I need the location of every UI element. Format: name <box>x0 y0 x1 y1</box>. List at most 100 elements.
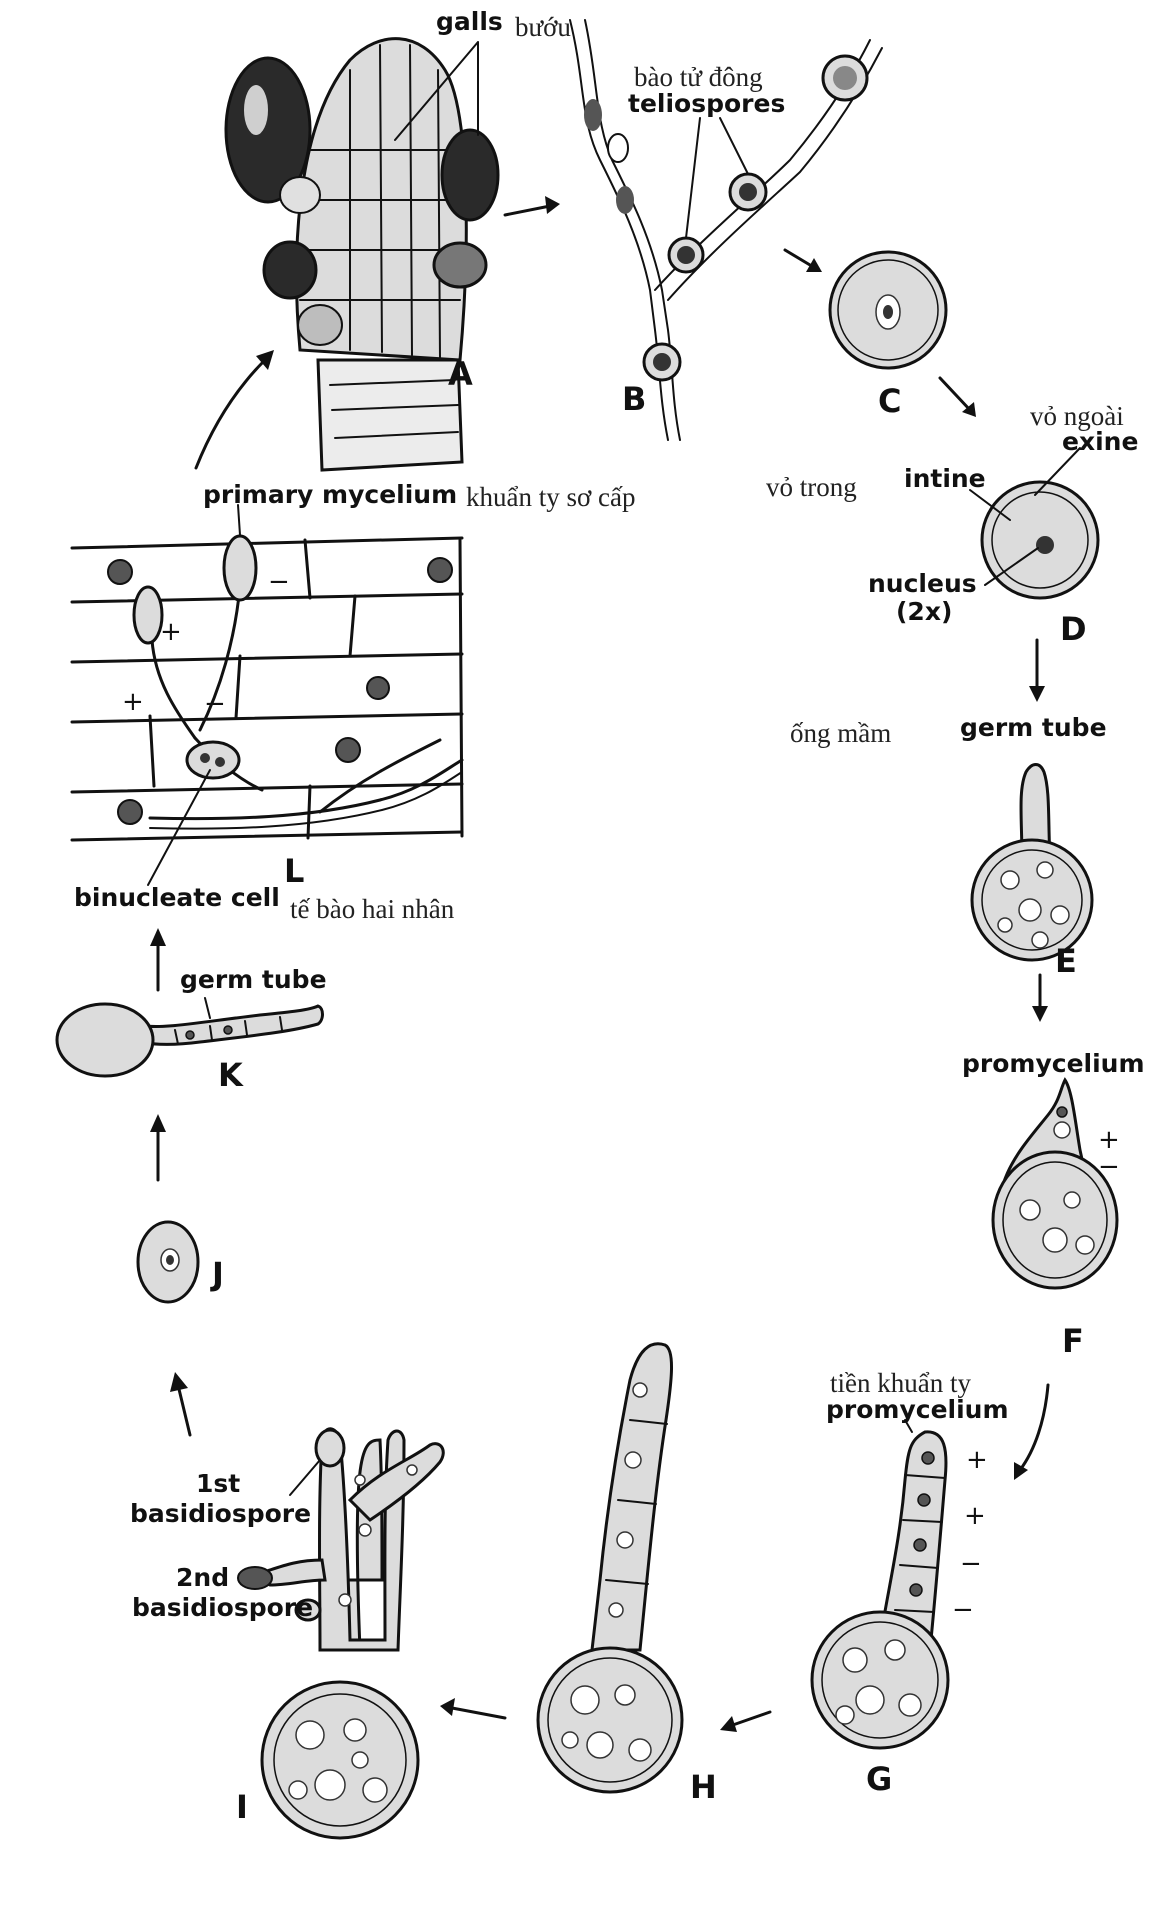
stage-h-letter: H <box>690 1768 717 1806</box>
arrow-c-to-d <box>938 376 976 417</box>
gall-small <box>279 176 321 214</box>
arrow-h-to-i <box>440 1698 507 1720</box>
arrow-b-to-c <box>783 248 822 272</box>
hypha-plus <box>150 638 197 740</box>
basidiospore-2nd-label-line1: 2nd <box>176 1563 229 1592</box>
stage-d-letter: D <box>1060 610 1087 648</box>
mating-sign-l-3: + <box>122 687 144 717</box>
stage-d-teliospore: vỏ ngoài exine vỏ trong intine nucleus (… <box>766 401 1138 648</box>
mating-sign-f-plus: + <box>1098 1125 1120 1155</box>
basidium-branch-left <box>262 1558 327 1587</box>
hypha-nucleus-1 <box>584 99 602 131</box>
stage-l-letter: L <box>284 852 304 890</box>
stage-a-letter: A <box>448 355 473 393</box>
hypha-swelling <box>607 133 629 163</box>
mating-sign-l-2: + <box>160 617 182 647</box>
stage-a-corn-ear: galls bướu A <box>224 7 571 472</box>
teliospores-pointer-lines <box>685 117 749 239</box>
binucleate-cell-label-vi: tế bào hai nhân <box>290 894 455 924</box>
promycelium-h-body <box>590 1342 673 1652</box>
arrow-g-to-h <box>720 1710 772 1732</box>
nucleus-label-line1: nucleus <box>868 569 977 598</box>
exine-label: exine <box>1062 427 1138 456</box>
mating-sign-g-4: − <box>952 1595 974 1625</box>
germ-tube-e <box>1019 763 1052 862</box>
gall-highlight <box>244 85 268 135</box>
cell-walls-vertical <box>148 538 464 840</box>
basidium-branch-right <box>347 1442 445 1522</box>
mating-sign-l-1: − <box>268 567 290 597</box>
stage-c-letter: C <box>878 382 901 420</box>
cell-walls-horizontal <box>70 536 464 842</box>
mating-sign-g-2: + <box>964 1501 986 1531</box>
mating-sign-g-1: + <box>966 1445 988 1475</box>
stage-f-letter: F <box>1062 1322 1084 1360</box>
ear-kernel-lines <box>299 149 463 301</box>
galls-label-vi: bướu <box>515 12 571 42</box>
promycelium-h-septa <box>605 1419 668 1585</box>
galls-label: galls <box>436 7 503 36</box>
exine-pointer <box>1034 447 1081 496</box>
basidiospore-2nd <box>237 1566 273 1590</box>
stage-h-promycelium: H <box>536 1342 717 1806</box>
primary-mycelium-pointer <box>237 504 241 536</box>
dikaryotic-hypha-wall <box>149 771 463 830</box>
promycelium-g-label-vi: tiền khuẩn ty <box>830 1368 971 1398</box>
intine-label-vi: vỏ trong <box>766 472 857 502</box>
stage-b-letter: B <box>622 380 646 418</box>
stage-j-basidiospore: J <box>136 1220 224 1304</box>
hypha-nucleus-2 <box>616 186 634 214</box>
nucleus-2x <box>1036 536 1054 554</box>
promycelium-g-label: promycelium <box>826 1395 1009 1424</box>
exine-label-vi: vỏ ngoài <box>1030 401 1124 431</box>
basidiospore-1st-pointer <box>289 1459 321 1496</box>
mating-sign-f-minus: − <box>1098 1152 1120 1182</box>
promycelium-g-body <box>878 1430 948 1652</box>
intine-label: intine <box>904 464 986 493</box>
gall-right-low <box>432 241 488 289</box>
arrow-i-to-j <box>170 1372 192 1437</box>
stage-k-letter: K <box>218 1056 244 1094</box>
intine-wall <box>991 491 1089 589</box>
stage-e-letter: E <box>1055 942 1077 980</box>
binucleate-cell <box>185 740 241 780</box>
basidiospore-1st-label-line1: 1st <box>196 1469 240 1498</box>
arrow-l-to-a <box>194 350 274 470</box>
germ-tube-k-label: germ tube <box>180 965 327 994</box>
basidiospore-1st <box>314 1428 346 1468</box>
gall-bottom <box>297 304 343 346</box>
primary-cell-minus <box>222 534 258 602</box>
stage-g-promycelium: tiền khuẩn ty promycelium + + − − G <box>810 1368 1009 1798</box>
teliospore-g <box>810 1610 950 1750</box>
stage-c-teliospore: C <box>828 250 948 420</box>
promycelium-g-pointer <box>904 1419 913 1433</box>
basidiospore-2nd-label-line2: basidiospore <box>132 1593 313 1622</box>
mating-sign-l-4: − <box>204 689 226 719</box>
arrow-f-to-g <box>1014 1383 1050 1480</box>
stage-g-letter: G <box>866 1760 892 1798</box>
hypha-plus-minus-1 <box>198 584 242 732</box>
primary-cell-plus <box>132 585 164 645</box>
stage-j-letter: J <box>210 1255 224 1293</box>
primary-mycelium-label-vi: khuẩn ty sơ cấp <box>466 482 636 512</box>
teliospores-label: teliospores <box>628 89 785 118</box>
germ-tube-e-label-vi: ống mầm <box>790 718 891 748</box>
binucleate-cell-pointer <box>147 769 211 886</box>
promycelium-g-septa <box>894 1474 946 1613</box>
gall-left-low <box>262 240 318 300</box>
germ-tube-k-pointer <box>204 997 211 1019</box>
teliospores-label-vi: bào tử đông <box>634 62 763 92</box>
arrow-a-to-b <box>503 196 560 217</box>
teliospore-i <box>260 1680 420 1840</box>
binucleate-cell-label: binucleate cell <box>74 883 280 912</box>
stage-k-germinating: germ tube K <box>55 965 327 1094</box>
teliospore-h <box>536 1646 684 1794</box>
basidiospore-bud <box>294 1598 322 1622</box>
mating-sign-g-3: − <box>960 1549 982 1579</box>
nucleus-pointer <box>984 547 1039 586</box>
galls-pointer-lines <box>394 41 479 141</box>
gall-right <box>440 128 500 222</box>
stage-i-basidiospores: 1st basidiospore 2nd basidiospore I <box>130 1427 445 1840</box>
